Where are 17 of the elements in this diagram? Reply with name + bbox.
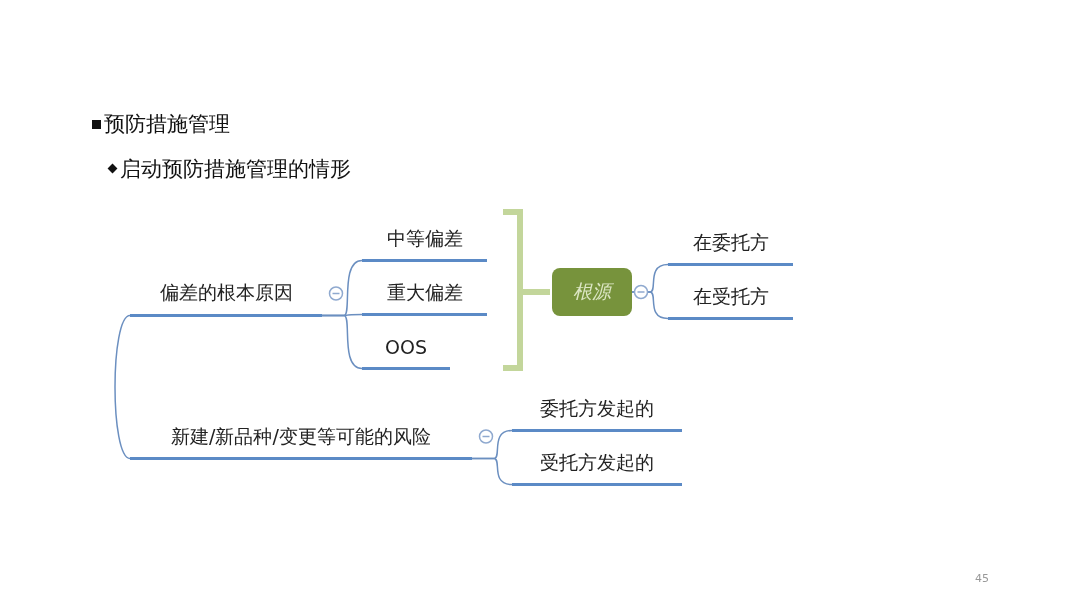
topic-text: 在委托方 [668, 226, 793, 266]
topic-text: 偏差的根本原因 [130, 275, 322, 317]
page-number: 45 [975, 572, 989, 585]
topic-text: 中等偏差 [362, 222, 487, 262]
topic-text: 在受托方 [668, 280, 793, 320]
connector-line [631, 291, 669, 320]
topic-text: 重大偏差 [362, 276, 487, 316]
topic-text: 新建/新品种/变更等可能的风险 [130, 420, 472, 460]
topic-box: 根源 [552, 268, 632, 316]
topic-text: 委托方发起的 [512, 392, 682, 432]
connector-line [114, 314, 131, 460]
topic-text: OOS [362, 330, 450, 370]
connector-line [471, 457, 513, 486]
topic-text: 受托方发起的 [512, 446, 682, 486]
heading-text: 启动预防措施管理的情形 [120, 156, 351, 183]
heading-text: 预防措施管理 [104, 111, 230, 138]
connector-line [321, 314, 363, 370]
